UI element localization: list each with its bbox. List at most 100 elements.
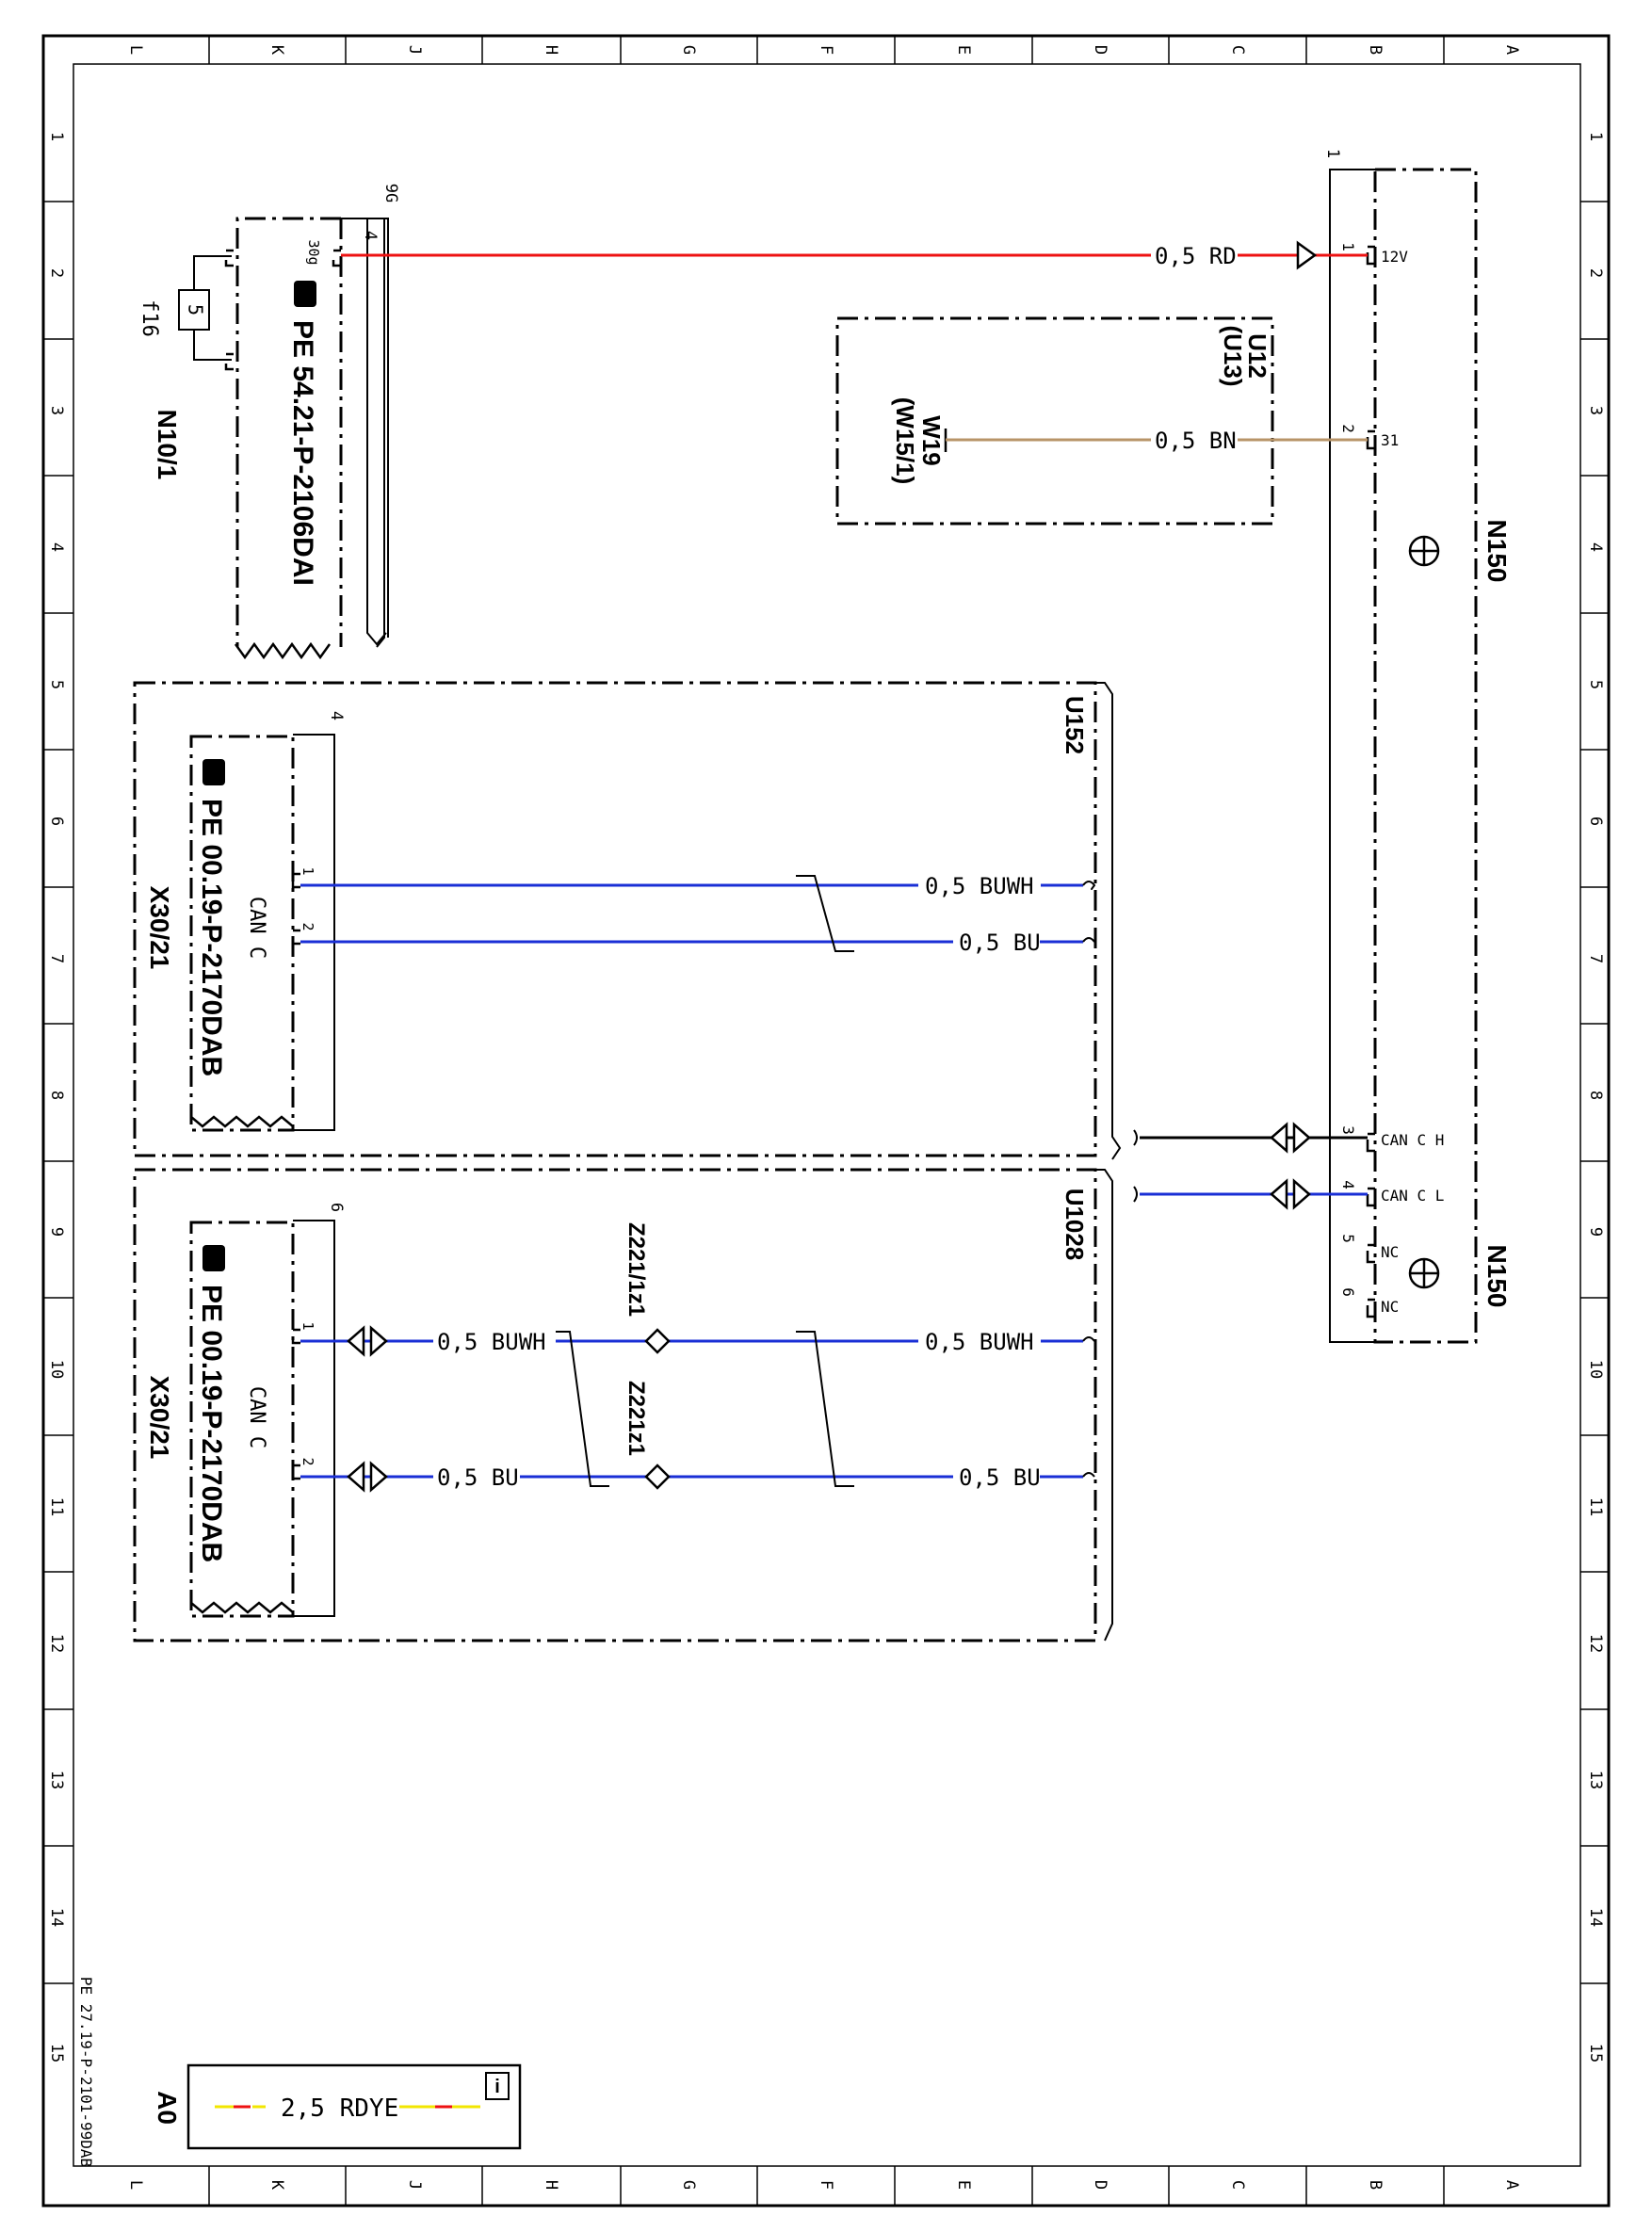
x30-a-ref: 4 xyxy=(327,711,346,720)
n10-fuse-block: 9G 4 30g PE 54.21-P-2106DAI N10/1 f16 5 xyxy=(138,184,400,660)
row-label: 3 xyxy=(1586,406,1605,415)
column-grid-bottom xyxy=(208,2166,1445,2206)
svg-text:i: i xyxy=(494,2077,500,2097)
u12-w19-block: U12 (U13) W19 (W15/1) xyxy=(835,316,1274,526)
w19-label: W19 xyxy=(917,415,946,465)
col-label: F xyxy=(817,45,835,55)
u1028-block: U1028 6 PE 00.19-P-2170DAB X30/21 CAN C … xyxy=(133,1168,1113,1642)
x30-a-pin-2: 2 xyxy=(300,922,316,930)
row-label: 1 xyxy=(1586,132,1605,141)
row-label: 4 xyxy=(1586,542,1605,552)
col-label: J xyxy=(405,45,424,55)
x30-a-pin-1: 1 xyxy=(300,866,316,875)
col-label: L xyxy=(126,2180,145,2190)
legend-box: 2,5 RDYE i xyxy=(186,2063,522,2150)
pin-number: 1 xyxy=(1339,242,1357,251)
n150-ref-number: 1 xyxy=(1323,149,1342,158)
col-label: B xyxy=(1366,2180,1385,2190)
n10-ref-9g: 9G xyxy=(381,184,400,202)
hand-pointer-icon xyxy=(202,1245,225,1271)
col-label: A xyxy=(1502,2180,1521,2190)
x30-b-pin-1: 1 xyxy=(300,1321,316,1330)
pin-number: 4 xyxy=(1339,1180,1357,1189)
u1028-label: U1028 xyxy=(1061,1189,1089,1261)
row-label: 9 xyxy=(47,1227,66,1237)
row-labels-left: 1 2 3 4 5 6 7 8 9 10 11 12 13 14 15 xyxy=(47,132,66,2062)
u12-label: U12 xyxy=(1243,333,1271,379)
n10-pe-ref: PE 54.21-P-2106DAI xyxy=(287,320,318,586)
f16-label: f16 xyxy=(138,299,161,337)
z221-1-label: Z221/1z1 xyxy=(624,1222,649,1317)
n150-label-top: N150 xyxy=(1482,520,1512,583)
col-label: E xyxy=(954,2180,973,2190)
legend-tag: A0 xyxy=(153,2091,182,2125)
can-c-a: CAN C xyxy=(245,897,268,959)
col-label: H xyxy=(542,45,560,55)
pin-number: 6 xyxy=(1339,1287,1357,1297)
antenna-icon xyxy=(1408,1257,1440,1289)
pin-number: 2 xyxy=(1339,424,1357,433)
wire-rd: 0,5 RD xyxy=(341,240,1368,270)
row-label: 13 xyxy=(47,1771,66,1789)
col-label: J xyxy=(405,2180,424,2190)
x30-b-ref: 6 xyxy=(327,1203,346,1212)
x30-b-pin-2: 2 xyxy=(300,1457,316,1465)
column-labels-top: L K J H G F E D C B A xyxy=(126,45,1521,56)
fuse-value: 5 xyxy=(185,304,207,315)
hand-pointer-icon xyxy=(294,281,316,307)
row-label: 2 xyxy=(1586,268,1605,278)
x30-b-label: X30/21 xyxy=(145,1376,174,1460)
n10-label: N10/1 xyxy=(153,410,182,480)
row-label: 8 xyxy=(1586,1091,1605,1100)
wire-label-buwh-right: 0,5 BUWH xyxy=(925,1329,1034,1355)
doc-reference: PE 27.19-P-2101-99DAB xyxy=(77,1977,95,2167)
row-label: 7 xyxy=(47,954,66,963)
wire-label-bn: 0,5 BN xyxy=(1155,428,1237,454)
can-c-b: CAN C xyxy=(245,1386,268,1448)
row-label: 15 xyxy=(1586,2044,1605,2062)
row-label: 15 xyxy=(47,2044,66,2062)
x30-a-label: X30/21 xyxy=(145,886,174,970)
col-label: L xyxy=(126,45,145,55)
connector-icon xyxy=(1270,1122,1311,1210)
n150-label-bottom: N150 xyxy=(1482,1245,1512,1308)
hand-pointer-icon xyxy=(202,759,225,785)
col-label: E xyxy=(954,45,973,55)
col-label: K xyxy=(267,45,286,56)
row-label: 12 xyxy=(47,1634,66,1653)
wire-label-bu-left: 0,5 BU xyxy=(437,1464,519,1491)
row-label: 7 xyxy=(1586,954,1605,963)
row-label: 13 xyxy=(1586,1771,1605,1789)
u152-label: U152 xyxy=(1061,696,1089,754)
row-label: 3 xyxy=(47,406,66,415)
can-bus-wires xyxy=(1133,1122,1368,1210)
wire-label-buwh-left: 0,5 BUWH xyxy=(437,1329,546,1355)
x30-b-pe-ref: PE 00.19-P-2170DAB xyxy=(196,1285,227,1562)
row-label: 1 xyxy=(47,132,66,141)
pin-number: 3 xyxy=(1339,1125,1357,1135)
pin-label: CAN C H xyxy=(1381,1131,1444,1149)
info-icon: i xyxy=(485,2072,510,2100)
x30-a-pe-ref: PE 00.19-P-2170DAB xyxy=(196,799,227,1076)
n10-pin: 30g xyxy=(305,239,322,265)
splice-icon xyxy=(644,1328,671,1490)
row-label: 8 xyxy=(47,1091,66,1100)
pin-label: CAN C L xyxy=(1381,1187,1444,1205)
legend-wire-label: 2,5 RDYE xyxy=(281,2095,398,2123)
col-label: K xyxy=(267,2180,286,2191)
row-label: 14 xyxy=(1586,1908,1605,1927)
row-label: 10 xyxy=(47,1360,66,1379)
row-grid-left xyxy=(43,201,73,1984)
col-label: D xyxy=(1091,45,1109,55)
col-label: F xyxy=(817,2180,835,2190)
row-label: 14 xyxy=(47,1908,66,1927)
connector-icon xyxy=(347,1325,388,1493)
col-label: A xyxy=(1502,45,1521,55)
pin-label: 12V xyxy=(1381,248,1408,266)
row-label: 6 xyxy=(1586,817,1605,826)
u152-block: U152 4 PE 00.19-P-2170DAB X30/21 CAN C 1… xyxy=(133,681,1122,1160)
n150-component: 1 N150 N150 1 12V 2 31 3 CAN C H 4 CAN C… xyxy=(1323,149,1512,1344)
wire-bn: 0,5 BN xyxy=(946,428,1368,454)
wire-label-rd: 0,5 RD xyxy=(1155,243,1237,269)
